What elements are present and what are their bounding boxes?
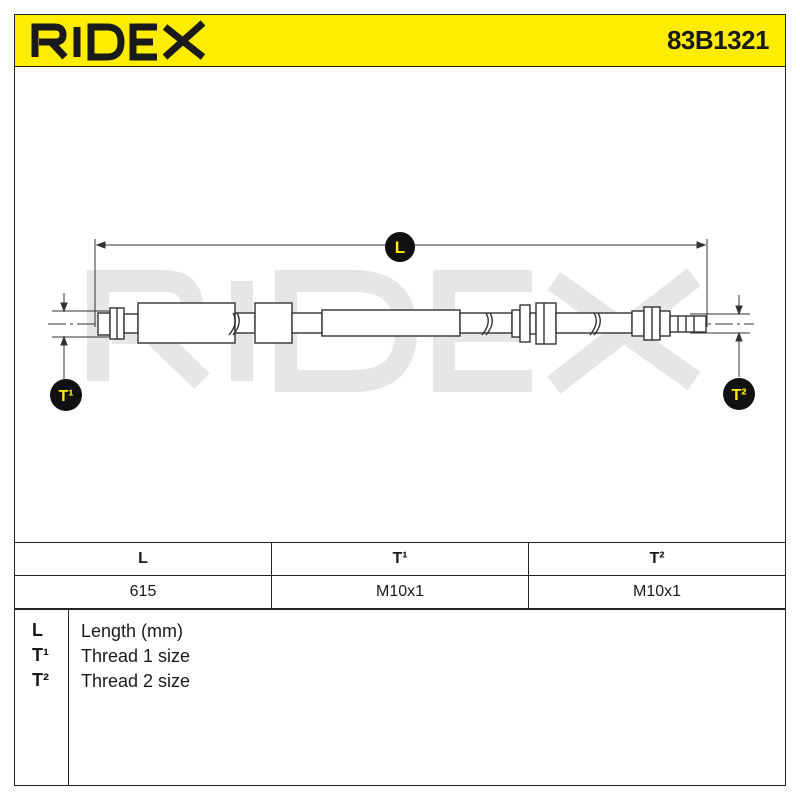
spec-table: L T¹ T² 615 M10x1 M10x1 (14, 542, 786, 609)
length-dimension (94, 239, 708, 327)
thread1-badge-label: T¹ (58, 388, 73, 405)
legend-desc: Length (mm) (81, 621, 184, 641)
spec-header-thread1: T¹ (271, 542, 529, 576)
legend-key: T¹ (32, 645, 49, 665)
legend-item: T¹ Thread 1 size (14, 645, 786, 669)
ridex-logo (31, 20, 206, 61)
spec-value-thread2: M10x1 (528, 575, 786, 609)
spec-value-row: 615 M10x1 M10x1 (14, 575, 786, 609)
spec-value-length: 615 (14, 575, 272, 609)
thread2-dimension (690, 295, 750, 377)
legend-desc: Thread 1 size (81, 646, 191, 666)
legend-divider (68, 610, 69, 786)
legend: L Length (mm) T¹ Thread 1 size T² Thread… (14, 609, 786, 786)
part-number: 83B1321 (666, 25, 770, 55)
length-badge (385, 232, 415, 262)
hose-drawing: L T¹ T² (48, 232, 755, 411)
thread2-badge-label: T² (731, 387, 746, 404)
spec-header-length: L (14, 542, 272, 576)
legend-item: L Length (mm) (14, 620, 786, 644)
thread1-dimension (52, 293, 112, 379)
brake-hose (97, 302, 707, 345)
legend-desc: Thread 2 size (81, 671, 191, 691)
spec-header-thread2: T² (528, 542, 786, 576)
legend-item: T² Thread 2 size (14, 670, 786, 694)
legend-key: T² (32, 670, 49, 690)
thread1-badge (50, 379, 82, 411)
legend-key: L (32, 620, 43, 640)
header-bar: 83B1321 (14, 14, 786, 67)
thread2-badge (723, 378, 755, 410)
spec-value-thread1: M10x1 (271, 575, 529, 609)
length-badge-label: L (395, 238, 405, 257)
spec-header-row: L T¹ T² (14, 542, 786, 576)
